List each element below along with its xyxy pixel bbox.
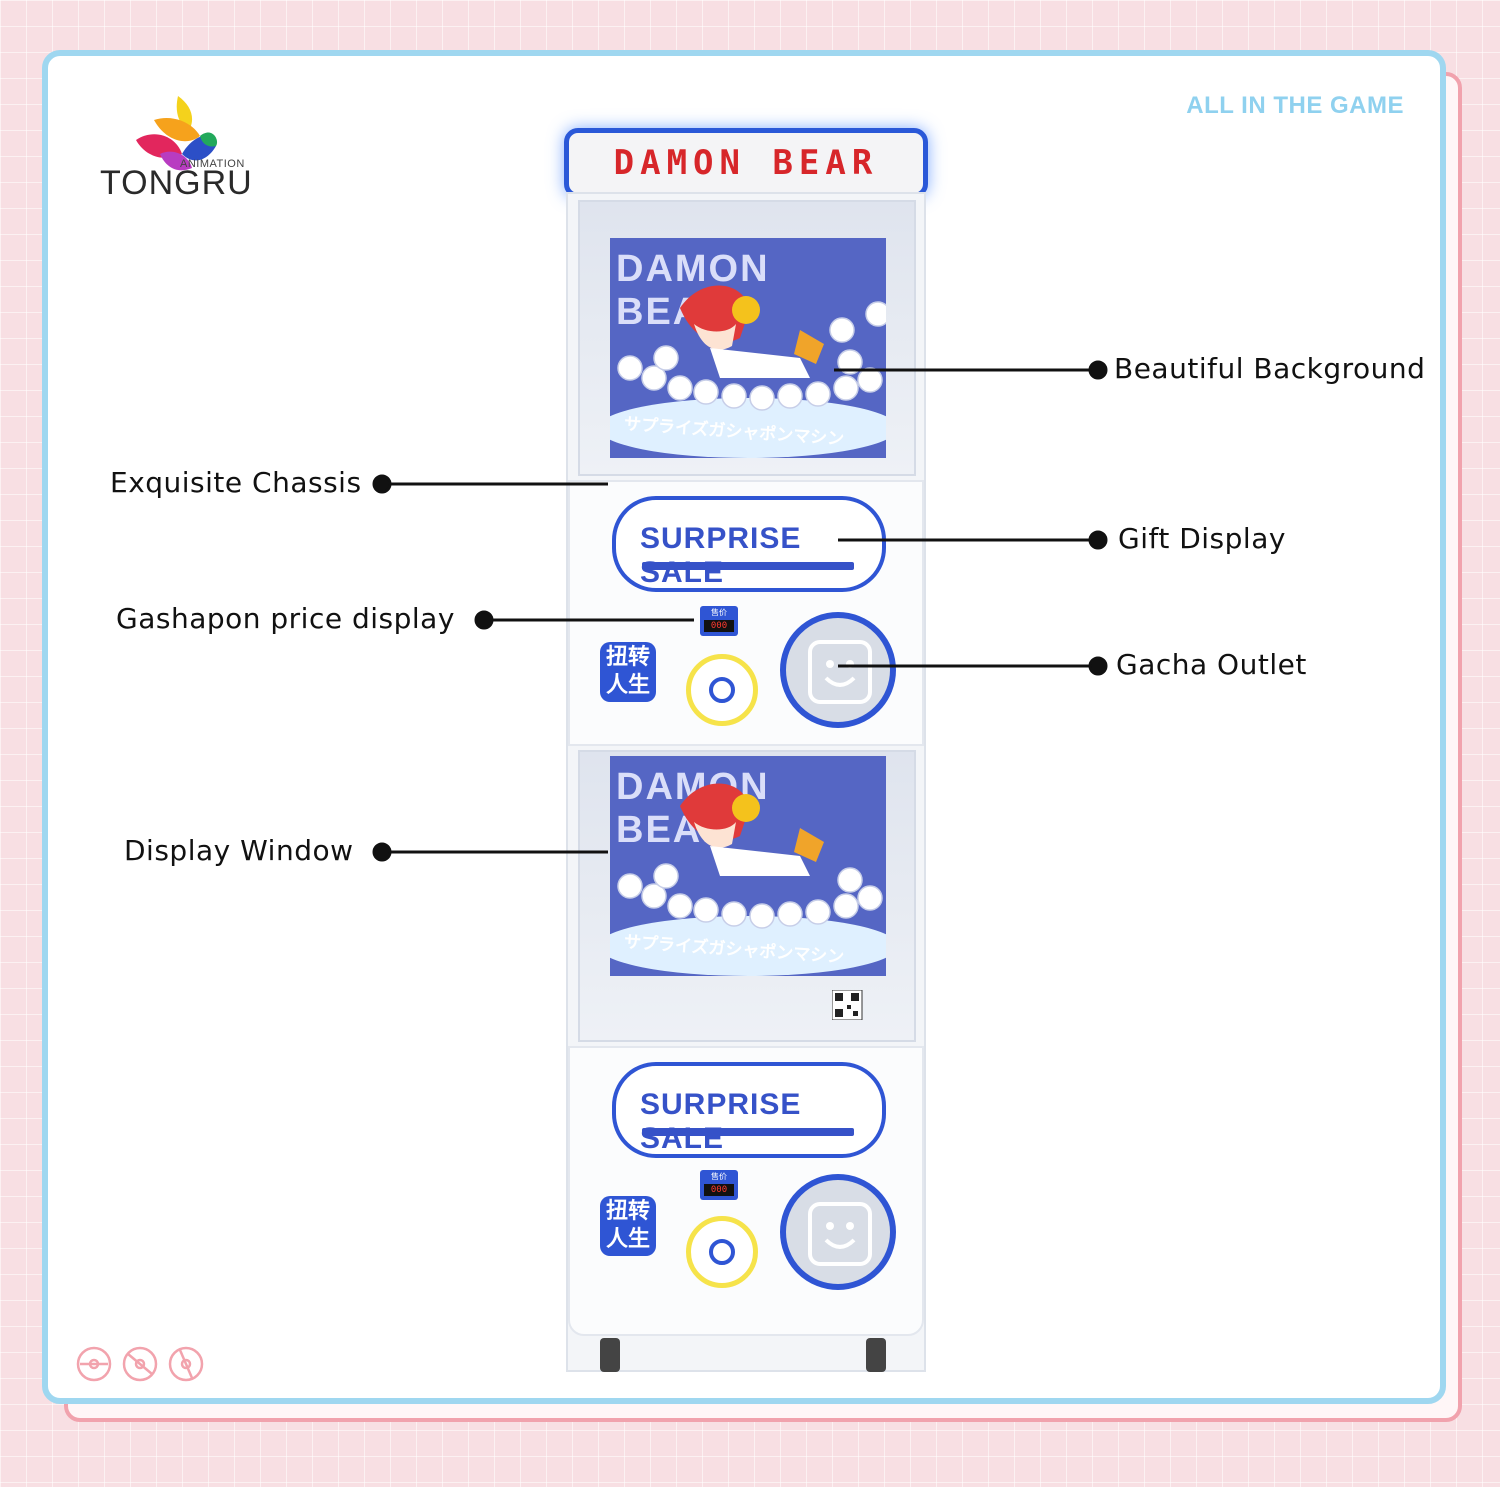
upper-gift-display: SURPRISE SALE (612, 496, 886, 592)
lower-price-value: 000 (704, 1184, 734, 1196)
decorative-circles (76, 1346, 204, 1382)
callout-beautiful-background: Beautiful Background (1114, 352, 1426, 385)
callout-display-window: Display Window (124, 834, 354, 867)
upper-gacha-outlet[interactable] (780, 612, 896, 728)
lower-slogan: 扭转 人生 (600, 1196, 657, 1256)
callout-gift-display: Gift Display (1118, 522, 1286, 555)
logo-sub: ANIMATION (180, 158, 245, 170)
lower-display-window: DAMON BEAR (578, 750, 916, 1042)
marquee-text: DAMON BEAR (613, 143, 879, 183)
upper-slogan-line1: 扭转 (606, 645, 651, 670)
callout-lines (372, 360, 1108, 862)
upper-sale-bar (642, 562, 854, 570)
upper-slogan: 扭转 人生 (600, 642, 657, 702)
lower-control-panel: SURPRISE SALE 售价 000 扭转 人生 (568, 1046, 924, 1336)
upper-poster: DAMON BEAR (610, 238, 886, 458)
tagline: ALL IN THE GAME (1186, 92, 1404, 119)
lower-poster: DAMON BEAR (610, 756, 886, 976)
lower-coin-knob[interactable] (686, 1216, 758, 1288)
lower-price-display: 售价 000 (700, 1170, 738, 1200)
callout-price-display: Gashapon price display (116, 602, 455, 635)
upper-price-display: 售价 000 (700, 606, 738, 636)
upper-coin-knob[interactable] (686, 654, 758, 726)
right-caster (866, 1338, 886, 1372)
marquee-sign: DAMON BEAR (564, 128, 928, 198)
lower-gift-display: SURPRISE SALE (612, 1062, 886, 1158)
left-caster (600, 1338, 620, 1372)
callout-gacha-outlet: Gacha Outlet (1116, 648, 1307, 681)
lower-poster-art (610, 783, 886, 976)
qr-code-icon (832, 990, 863, 1020)
logo-wordmark: TONGRU (100, 164, 253, 202)
upper-control-panel: SURPRISE SALE 售价 000 扭转 人生 (568, 480, 924, 746)
upper-display-window: DAMON BEAR (578, 200, 916, 476)
callout-exquisite-chassis: Exquisite Chassis (110, 466, 362, 499)
upper-sale-label: SURPRISE SALE (640, 522, 802, 589)
knob-center-icon (709, 677, 735, 703)
smiley-face-icon (808, 640, 872, 704)
gashapon-machine: DAMON BEAR DAMON BEAR (558, 124, 930, 1374)
lower-sale-label: SURPRISE SALE (640, 1088, 802, 1155)
upper-poster-art (610, 285, 886, 458)
upper-price-label: 售价 (711, 608, 727, 617)
lower-price-label: 售价 (711, 1172, 727, 1181)
tongru-logo (136, 96, 218, 171)
product-card: ANIMATION TONGRU ALL IN THE GAME DAMON B… (42, 50, 1446, 1404)
lower-slogan-line1: 扭转 (606, 1199, 651, 1224)
lower-sale-bar (642, 1128, 854, 1136)
smiley-face-icon (808, 1202, 872, 1266)
upper-price-value: 000 (704, 620, 734, 632)
cabinet: DAMON BEAR (566, 192, 926, 1372)
lower-slogan-line2: 人生 (606, 1227, 651, 1252)
upper-slogan-line2: 人生 (606, 673, 651, 698)
lower-gacha-outlet[interactable] (780, 1174, 896, 1290)
knob-center-icon (709, 1239, 735, 1265)
